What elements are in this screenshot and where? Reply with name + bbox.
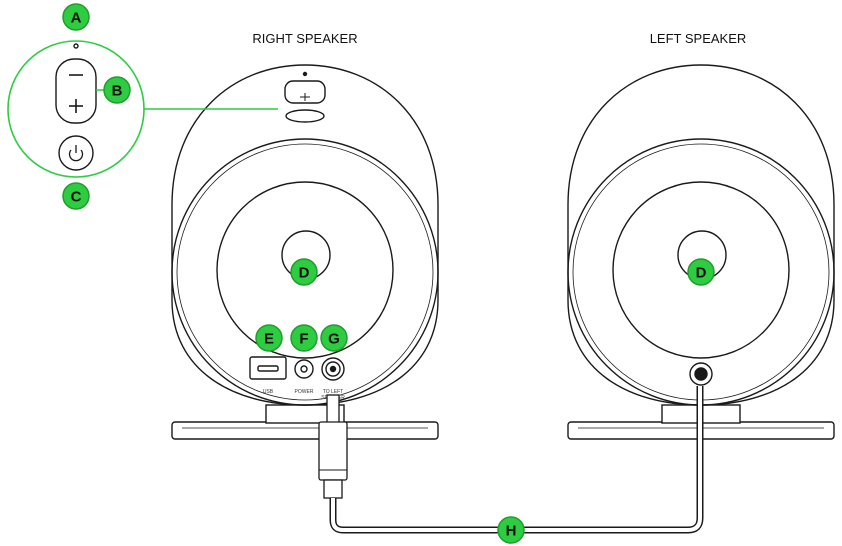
left-speaker: [567, 64, 835, 440]
left-speaker-input-port: [689, 362, 713, 386]
svg-text:B: B: [112, 83, 123, 100]
zoomed-controls: [55, 43, 97, 171]
usb-port: [249, 356, 287, 380]
svg-text:A: A: [71, 10, 82, 27]
speaker-cable: [318, 386, 704, 534]
power-icon: [68, 149, 84, 162]
svg-text:D: D: [696, 265, 707, 282]
svg-text:D: D: [299, 265, 310, 282]
right-speaker: [171, 64, 439, 440]
left-speaker-body: [567, 64, 835, 406]
right-volume-rocker-small: [284, 80, 326, 104]
svg-text:E: E: [264, 331, 274, 348]
callout-a: A: [62, 3, 90, 31]
usb-label: USB: [263, 389, 274, 395]
left-speaker-title: LEFT SPEAKER: [650, 31, 747, 46]
svg-text:C: C: [71, 189, 82, 206]
callout-d-right: D: [290, 258, 318, 286]
callout-b: B: [103, 76, 131, 104]
right-speaker-ring: [171, 138, 439, 406]
callout-f: F: [290, 324, 318, 352]
right-speaker-base: [171, 421, 439, 440]
power-port: [294, 359, 314, 379]
power-label: POWER: [295, 389, 314, 395]
callout-c: C: [62, 182, 90, 210]
svg-text:G: G: [328, 331, 340, 348]
callout-d-left: D: [687, 258, 715, 286]
right-speaker-body: [171, 64, 439, 406]
right-speaker-title: RIGHT SPEAKER: [252, 31, 357, 46]
right-power-button-small: [285, 109, 325, 123]
to-left-label-1: TO LEFT: [323, 389, 343, 395]
svg-text:F: F: [299, 331, 308, 348]
right-speaker-driver: [216, 181, 394, 359]
svg-text:H: H: [506, 523, 517, 540]
left-speaker-driver: [612, 181, 790, 359]
volume-rocker: [55, 58, 97, 124]
callout-h: H: [497, 516, 525, 544]
power-button: [58, 135, 94, 171]
callout-e: E: [255, 324, 283, 352]
indicator-led: [73, 43, 79, 49]
to-left-speaker-port: [321, 357, 345, 381]
callout-g: G: [320, 324, 348, 352]
